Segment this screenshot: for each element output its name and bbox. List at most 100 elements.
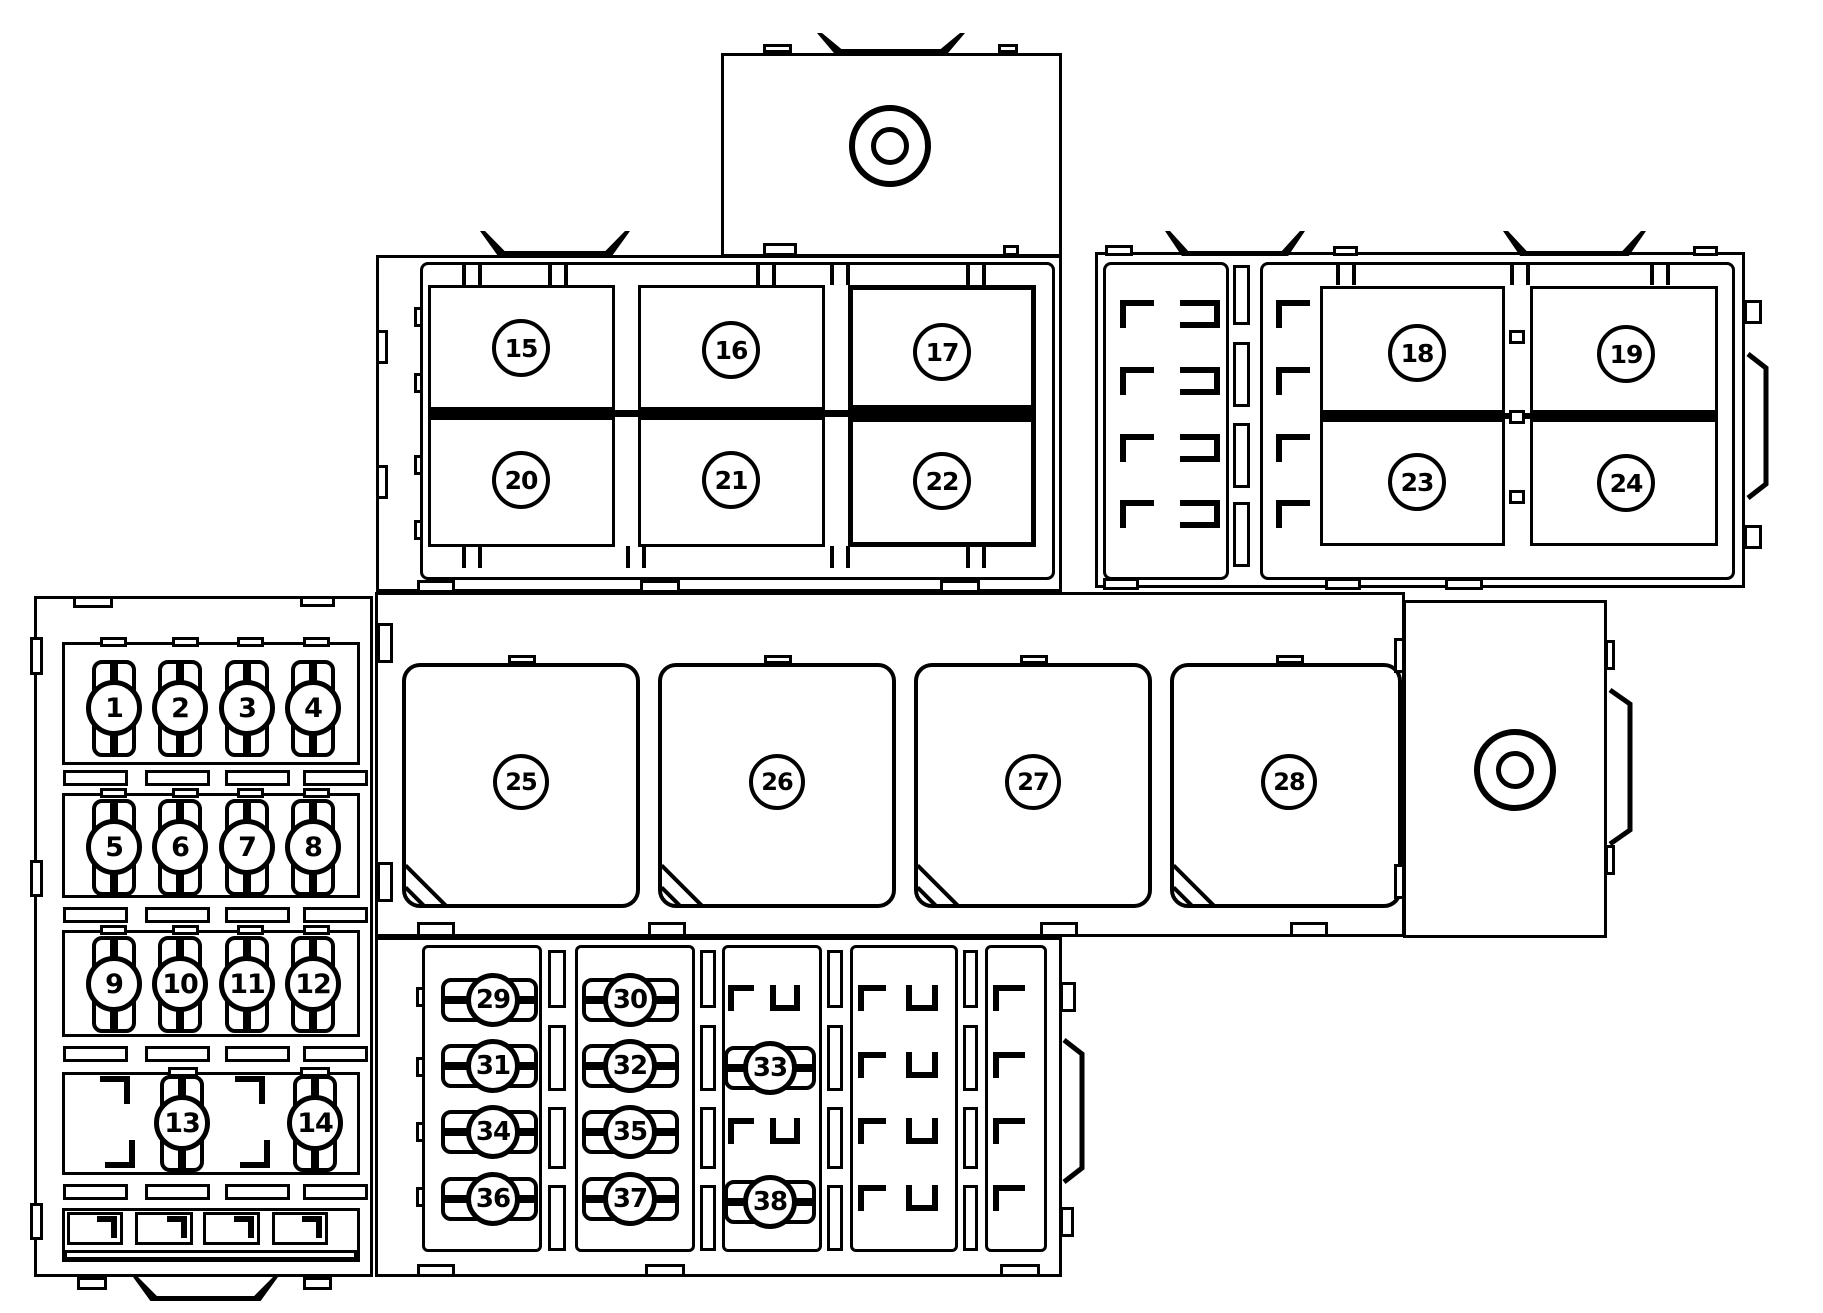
bb-c4-pin-b-3	[906, 1185, 938, 1211]
mid-left-clip-b	[377, 862, 393, 902]
bb-side-bracket	[1062, 1038, 1085, 1184]
ul-heavy-divider	[428, 410, 1036, 417]
position-circle-37: 37	[603, 1172, 657, 1226]
rc-side-bracket	[1608, 687, 1633, 847]
bb-right-clip-a	[1060, 982, 1076, 1012]
bb-c5-pin-2	[993, 1118, 1025, 1144]
position-circle-20: 20	[492, 451, 550, 509]
ul-rail-mark-t4	[756, 263, 760, 285]
position-circle-36: 36	[466, 1172, 520, 1226]
position-circle-24: 24	[1597, 454, 1655, 512]
bb-bottom-tab-a	[417, 1264, 455, 1277]
ul-housing-notch-0	[414, 307, 423, 327]
lp-strip-pin-3	[302, 1216, 322, 1238]
bb-c5-pin-0	[993, 985, 1025, 1011]
position-circle-13: 13	[154, 1095, 210, 1151]
ul-rail-mark-t7	[846, 263, 850, 285]
position-circle-14: 14	[287, 1095, 343, 1151]
bb-connector-column-4	[850, 945, 958, 1252]
bb-sep2-slot2	[827, 1107, 843, 1169]
lp-slot-row3-2	[225, 1184, 290, 1200]
module-top-tab-25	[508, 655, 536, 664]
bb-sep3-slot0	[963, 950, 978, 1008]
ul-rail-mark-b0	[462, 546, 466, 568]
position-circle-18: 18	[1388, 324, 1446, 382]
lp-slot-row3-0	[63, 1184, 128, 1200]
lp-slot-row0-1	[145, 770, 210, 786]
top-cover-hole-inner	[871, 127, 909, 165]
position-circle-22: 22	[913, 452, 971, 510]
ul-rail-mark-t8	[966, 263, 970, 285]
lp-scallop-3-0	[168, 1067, 198, 1077]
mid-bottom-tab-c	[1040, 922, 1078, 937]
lp-top-notch-a	[73, 596, 113, 608]
lp-scallop-1-1	[172, 788, 199, 798]
top-cover-tab-r	[998, 44, 1018, 53]
bb-c5-pin-3	[993, 1185, 1025, 1211]
ul-rail-mark-b3	[642, 546, 646, 568]
ur-side-bracket	[1746, 352, 1769, 500]
bb-bottom-tab-c	[1000, 1264, 1040, 1277]
bb-c4-pin-a-1	[858, 1052, 886, 1078]
position-circle-3: 3	[219, 680, 275, 736]
bb-sep2-slot3	[827, 1185, 843, 1251]
bb-sep1-slot3	[700, 1185, 716, 1251]
ul-rail-mark-t5	[772, 263, 776, 285]
lp-scallop-2-2	[237, 925, 264, 935]
lp-slot-row1-1	[145, 907, 210, 923]
lp-slot-row2-0	[63, 1046, 128, 1062]
position-circle-27: 27	[1005, 754, 1061, 810]
lp-strip-bottom-rail	[64, 1250, 357, 1260]
ul-rail-mark-t0	[462, 263, 466, 285]
bb-sep1-slot0	[700, 950, 716, 1008]
bb-c5-pin-1	[993, 1052, 1025, 1078]
lp-scallop-0-3	[303, 637, 330, 647]
bb-sep2-slot1	[827, 1025, 843, 1091]
bb-sep0-slot3	[548, 1185, 566, 1251]
right-cover-hole	[1474, 729, 1556, 811]
ur-right-clip-b	[1744, 525, 1762, 549]
position-circle-2: 2	[152, 680, 208, 736]
position-circle-21: 21	[702, 451, 760, 509]
position-circle-17: 17	[913, 323, 971, 381]
bb-bottom-tab-b	[645, 1264, 685, 1277]
ur-pin-c-2	[1276, 434, 1310, 462]
position-circle-32: 32	[603, 1039, 657, 1093]
lp-slot-row1-0	[63, 907, 128, 923]
ur-cell-divider-slot-2	[1509, 490, 1525, 504]
position-circle-35: 35	[603, 1105, 657, 1159]
top-cover-trap-tab	[817, 33, 965, 54]
position-circle-4: 4	[285, 680, 341, 736]
lp-foot-b	[303, 1277, 332, 1290]
position-circle-7: 7	[219, 819, 275, 875]
ur-cell-divider-slot-1	[1509, 410, 1525, 424]
ul-rail-mark-b6	[966, 546, 970, 568]
position-circle-6: 6	[152, 819, 208, 875]
ul-top-tab-a	[763, 243, 797, 256]
lp-slot-row0-0	[63, 770, 128, 786]
top-cover-tab-l	[763, 44, 792, 53]
lp-slot-row0-2	[225, 770, 290, 786]
rc-left-clip-b	[1394, 864, 1405, 899]
position-circle-26: 26	[749, 754, 805, 810]
position-circle-19: 19	[1597, 325, 1655, 383]
ur-trap-tab-2	[1503, 231, 1646, 256]
ur-pin-b-1	[1180, 367, 1220, 395]
ul-bottom-tab-b	[640, 580, 680, 593]
position-circle-5: 5	[86, 819, 142, 875]
position-circle-31: 31	[466, 1039, 520, 1093]
lp-slot-row2-3	[303, 1046, 368, 1062]
ul-rail-mark-b1	[478, 546, 482, 568]
lp-scallop-1-2	[237, 788, 264, 798]
ur-top-tab-a	[1105, 245, 1133, 256]
top-cover-hole	[849, 105, 931, 187]
rc-right-tab-b	[1605, 845, 1615, 875]
position-circle-11: 11	[219, 956, 275, 1012]
ur-slotcol-2	[1233, 423, 1250, 488]
ul-rail-mark-t9	[982, 263, 986, 285]
position-circle-23: 23	[1388, 453, 1446, 511]
bb-c3-pin-b-1	[770, 1118, 800, 1144]
ur-slotcol-1	[1233, 342, 1250, 407]
ur-rail-mark-t5	[1666, 263, 1670, 285]
position-circle-8: 8	[285, 819, 341, 875]
